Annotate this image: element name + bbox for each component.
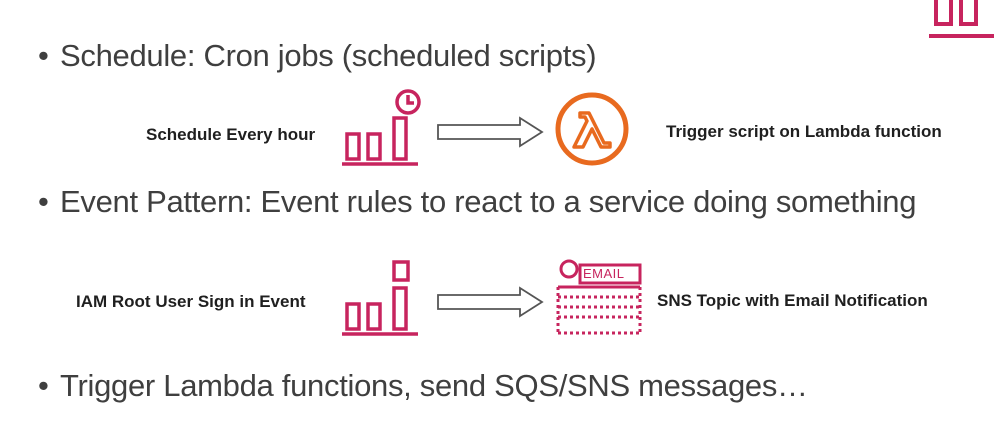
email-notification-icon: EMAIL <box>556 255 642 335</box>
email-tag: EMAIL <box>583 266 625 281</box>
bullet-schedule: • Schedule: Cron jobs (scheduled scripts) <box>38 38 597 74</box>
bullet-event-pattern: • Event Pattern: Event rules to react to … <box>38 184 916 220</box>
bullet-text: Schedule: Cron jobs (scheduled scripts) <box>60 38 597 73</box>
eventbridge-icon-partial <box>929 0 994 38</box>
arrow-icon <box>437 116 544 148</box>
lambda-icon <box>555 92 629 166</box>
iam-event-label: IAM Root User Sign in Event <box>76 292 306 311</box>
sns-label: SNS Topic with Email Notification <box>657 291 928 310</box>
bullet-text: Event Pattern: Event rules to react to a… <box>60 184 917 219</box>
lambda-label: Trigger script on Lambda function <box>666 122 942 141</box>
bullet-dot: • <box>38 38 49 73</box>
bullet-text: Trigger Lambda functions, send SQS/SNS m… <box>60 368 808 403</box>
bullet-dot: • <box>38 184 49 219</box>
schedule-label: Schedule Every hour <box>146 125 316 144</box>
eventbridge-event-icon <box>342 260 418 336</box>
arrow-icon <box>437 286 544 318</box>
clock-icon <box>395 89 421 115</box>
eventbridge-schedule-icon <box>342 89 421 166</box>
bullet-trigger: • Trigger Lambda functions, send SQS/SNS … <box>38 368 808 404</box>
bullet-dot: • <box>38 368 49 403</box>
